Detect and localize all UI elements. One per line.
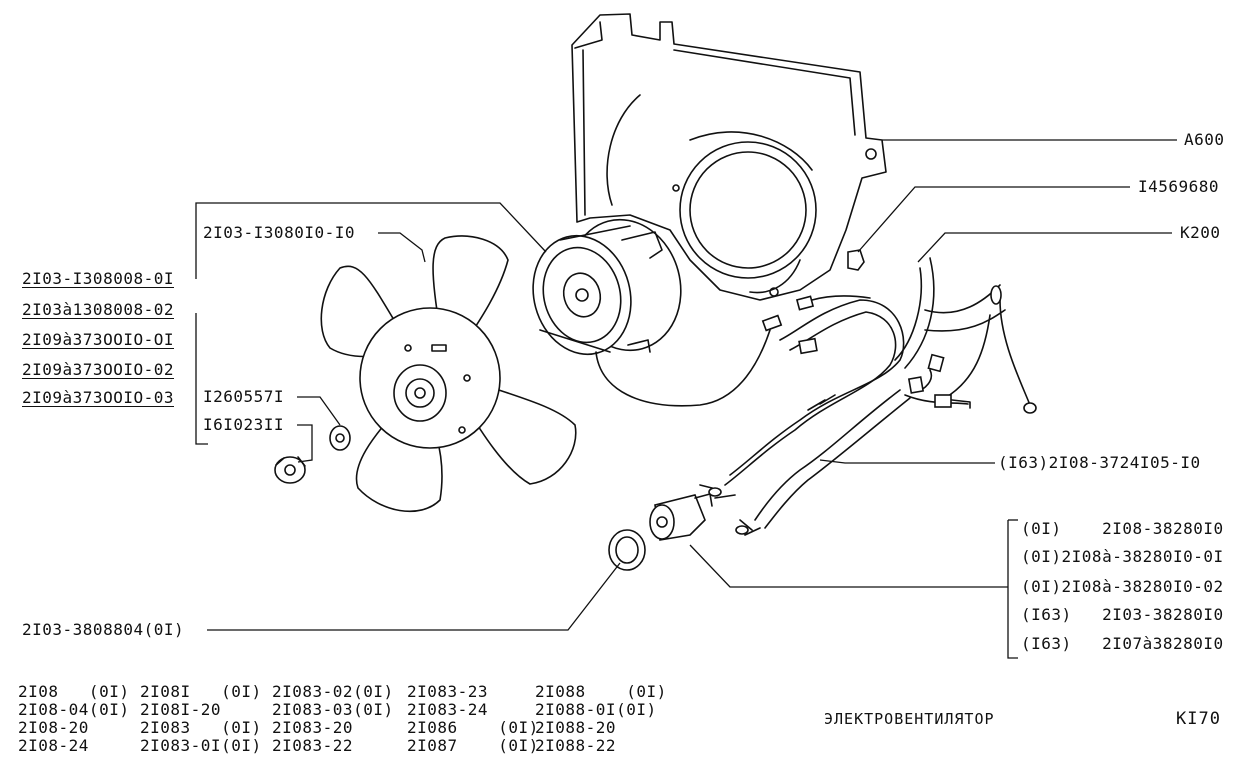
fan-shroud xyxy=(571,13,887,301)
clip-part xyxy=(847,249,865,271)
model-code: 2I083-23 xyxy=(407,682,489,701)
label-sensor-variant: (0I)2I08à-38280I0-0I xyxy=(1021,547,1224,566)
label-nut: I6I023II xyxy=(203,415,285,434)
label-gasket: 2I03-3808804(0I) xyxy=(22,620,185,639)
label-wiring-harness: (I63)2I08-3724I05-I0 xyxy=(998,453,1201,472)
model-code: 2I08I (0I) xyxy=(140,682,262,701)
model-code: 2I088 (0I) xyxy=(535,682,667,701)
fan-impeller xyxy=(320,235,577,513)
label-sensor-variant: (I63) 2I07à38280I0 xyxy=(1021,634,1224,653)
label-fan-variant: 2I09à373OOIO-OI xyxy=(22,330,174,349)
model-code: 2I08I-20 xyxy=(140,700,222,719)
model-code: 2I088-0I(0I) xyxy=(535,700,657,719)
label-fan-motor: 2I03-I3080I0-I0 xyxy=(203,223,355,242)
model-code: 2I083-24 xyxy=(407,700,489,719)
wiring-harness xyxy=(699,257,1037,536)
label-clip-part: I4569680 xyxy=(1138,177,1220,196)
model-code: 2I083 (0I) xyxy=(140,718,262,737)
model-code: 2I083-02(0I) xyxy=(272,682,394,701)
model-code: 2I088-22 xyxy=(535,736,617,755)
sheet-number: KI70 xyxy=(1176,709,1221,729)
page-title: ЭЛЕКТРОВЕНТИЛЯТОР xyxy=(824,710,995,728)
gasket-ring xyxy=(608,529,646,571)
label-k200: K200 xyxy=(1180,223,1221,242)
model-code: 2I083-20 xyxy=(272,718,354,737)
label-fan-variant: 2I09à373OOIO-03 xyxy=(22,388,174,407)
label-fan-variant: 2I03-I308008-0I xyxy=(22,269,174,288)
model-code: 2I088-20 xyxy=(535,718,617,737)
nut-part xyxy=(274,456,306,484)
fan-motor xyxy=(532,218,771,407)
model-code: 2I086 (0I) xyxy=(407,718,539,737)
leader-lines xyxy=(195,139,1177,659)
model-code: 2I08-24 xyxy=(18,736,89,755)
label-sensor-variant: (I63) 2I03-38280I0 xyxy=(1021,605,1224,624)
model-code: 2I083-0I(0I) xyxy=(140,736,262,755)
model-code: 2I083-03(0I) xyxy=(272,700,394,719)
label-fan-variant: 2I09à373OOIO-02 xyxy=(22,360,174,379)
model-code: 2I087 (0I) xyxy=(407,736,539,755)
label-washer: I260557I xyxy=(203,387,285,406)
label-fan-variant: 2I03à1308008-02 xyxy=(22,300,174,319)
temperature-switch xyxy=(649,493,713,541)
model-code: 2I08-20 xyxy=(18,718,89,737)
washer-part xyxy=(329,425,351,451)
model-code: 2I083-22 xyxy=(272,736,354,755)
model-code: 2I08 (0I) xyxy=(18,682,130,701)
model-code: 2I08-04(0I) xyxy=(18,700,130,719)
label-sensor-variant: (0I)2I08à-38280I0-02 xyxy=(1021,577,1224,596)
label-a600: A600 xyxy=(1184,130,1225,149)
label-sensor-variant: (0I) 2I08-38280I0 xyxy=(1021,519,1224,538)
